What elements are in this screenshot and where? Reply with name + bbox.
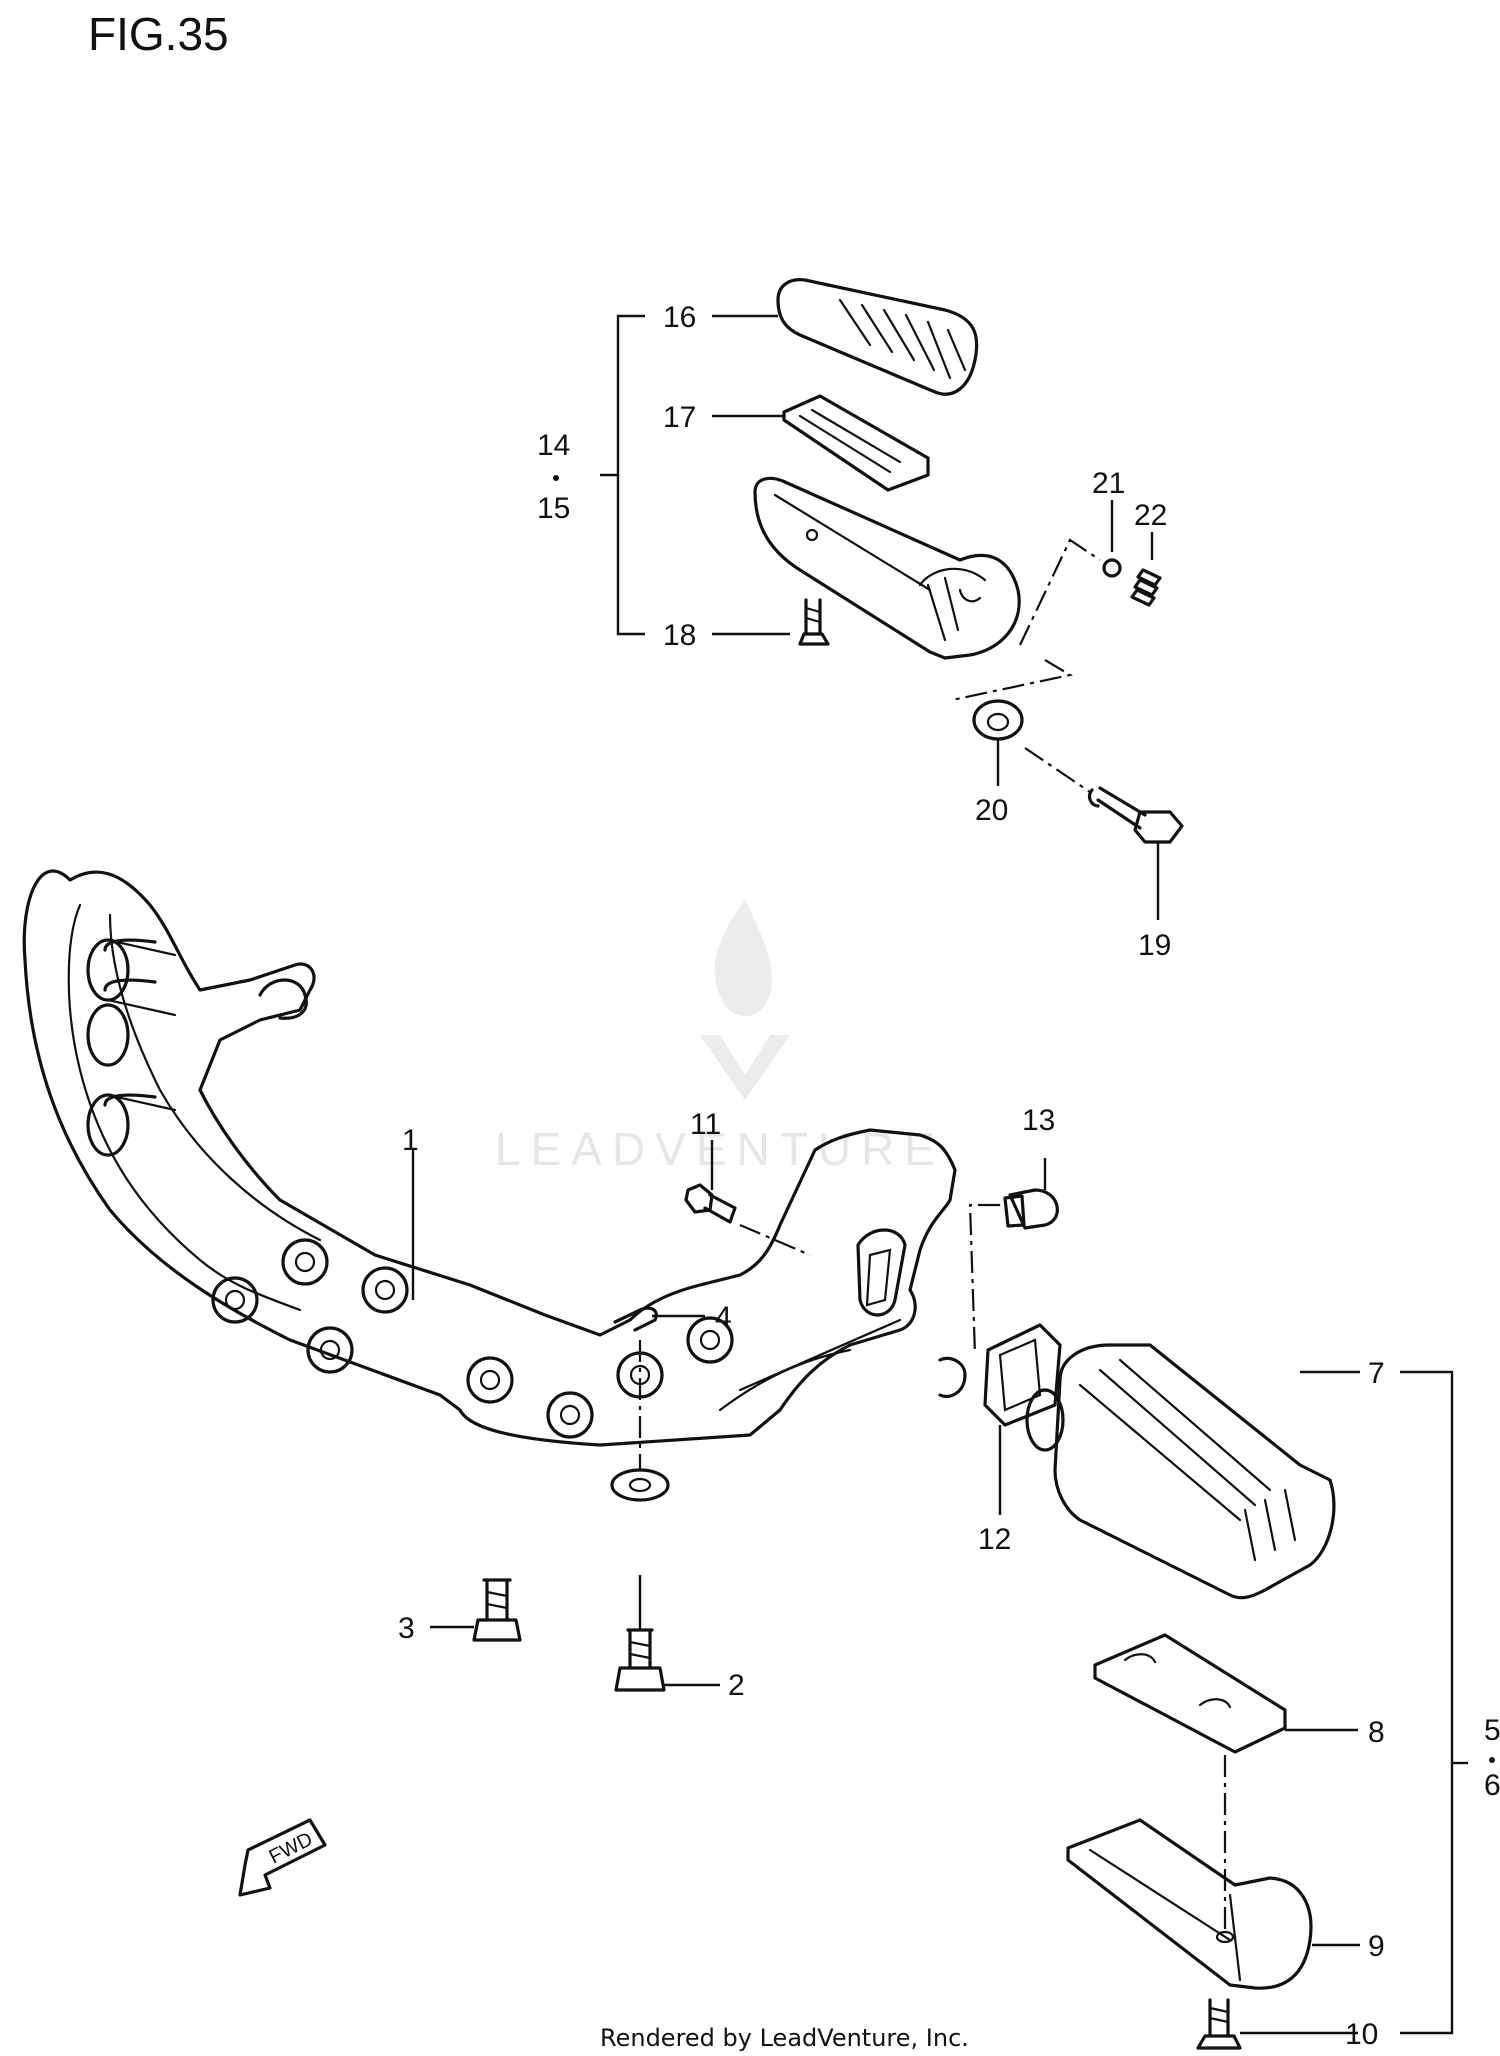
footrest-bracket-1 — [22, 869, 967, 1502]
bolt-11 — [684, 1183, 737, 1224]
callout-18: 18 — [663, 619, 696, 652]
callout-17: 17 — [663, 401, 696, 434]
dot-separator-14-15 — [553, 475, 559, 481]
callout-5: 5 — [1484, 1714, 1500, 1747]
footpeg-rubber-16 — [776, 278, 979, 396]
fwd-arrow: FWD — [238, 1818, 327, 1897]
callout-1: 1 — [402, 1124, 419, 1157]
spring-22 — [1130, 568, 1162, 607]
footpeg-plate-8 — [1093, 1633, 1287, 1754]
screw-10 — [1196, 1998, 1242, 2050]
ball-21 — [1102, 558, 1122, 578]
footpeg-plate-17 — [782, 394, 930, 492]
callout-2: 2 — [728, 1669, 745, 1702]
callout-10: 10 — [1345, 2018, 1378, 2051]
clip-4 — [613, 1306, 658, 1332]
pivot-bolt-19 — [1087, 786, 1184, 844]
callout-14: 14 — [537, 429, 570, 462]
callout-13: 13 — [1022, 1104, 1055, 1137]
callout-21: 21 — [1092, 467, 1125, 500]
callout-15: 15 — [537, 492, 570, 525]
callout-12: 12 — [978, 1523, 1011, 1556]
footrest-body — [753, 476, 1021, 660]
footer-credit: Rendered by LeadVenture, Inc. — [600, 2024, 969, 2052]
screw-18 — [798, 598, 830, 646]
callout-6: 6 — [1484, 1769, 1500, 1802]
callout-16: 16 — [663, 301, 696, 334]
callout-3: 3 — [398, 1612, 415, 1645]
callout-8: 8 — [1368, 1716, 1385, 1749]
figure-title: FIG.35 — [88, 8, 229, 60]
callout-22: 22 — [1134, 499, 1167, 532]
footpeg-9 — [1066, 1818, 1313, 1990]
callout-4: 4 — [715, 1301, 732, 1334]
callout-7: 7 — [1368, 1357, 1385, 1390]
callout-19: 19 — [1138, 929, 1171, 962]
bolt-2 — [614, 1628, 666, 1692]
dot-separator-5-6 — [1489, 1757, 1495, 1763]
callout-11: 11 — [690, 1108, 721, 1141]
plate-12 — [983, 1323, 1062, 1427]
bolt-13 — [1003, 1188, 1059, 1230]
washer-20 — [972, 699, 1024, 741]
bolt-3 — [472, 1578, 522, 1642]
footpeg-rubber-7 — [1025, 1343, 1336, 1600]
callout-20: 20 — [975, 794, 1008, 827]
footrest-assembly-upper — [553, 278, 1184, 920]
callout-9: 9 — [1368, 1930, 1385, 1963]
